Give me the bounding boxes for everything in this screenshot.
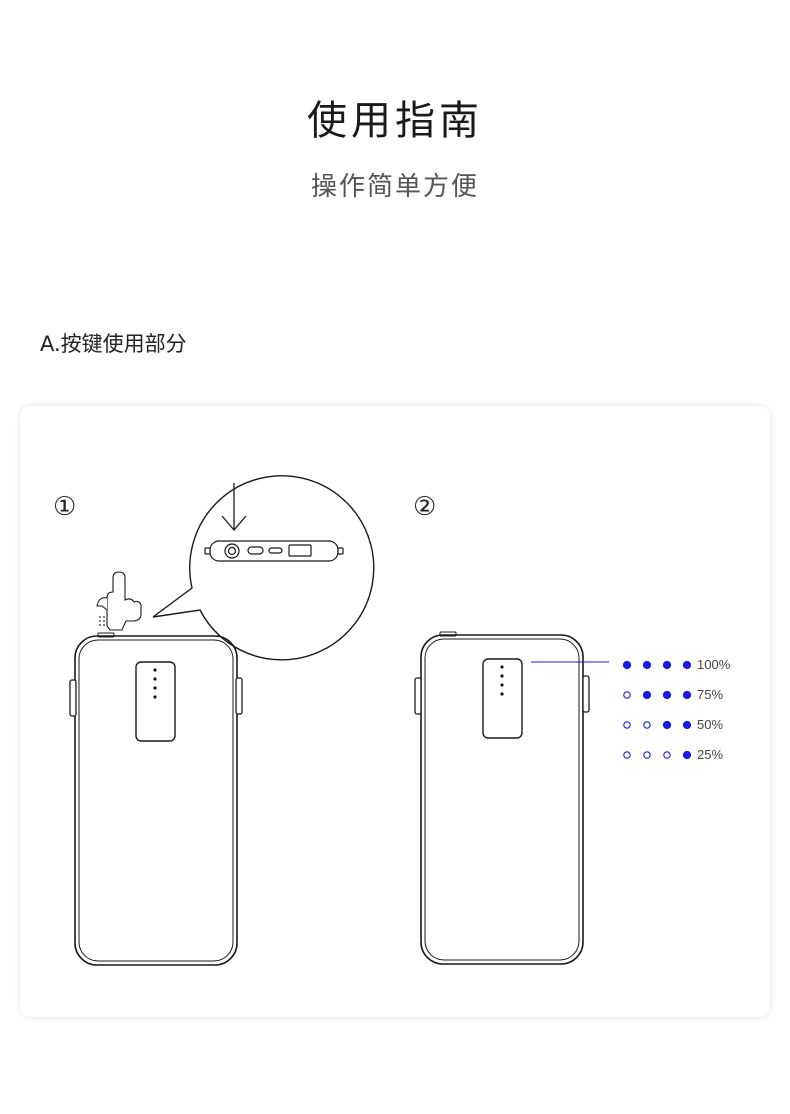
page-subtitle: 操作简单方便	[310, 172, 479, 202]
led-off-dot	[623, 691, 631, 699]
arrow-down-icon	[221, 483, 247, 531]
led-on-dot	[642, 660, 652, 670]
led-off-dot	[643, 751, 651, 759]
led-on-dot	[642, 690, 652, 700]
page-title: 使用指南	[307, 98, 483, 144]
level-label-75: 75%	[697, 687, 724, 702]
power-bank-icon	[414, 631, 590, 965]
zoom-bubble	[152, 475, 375, 661]
led-on-dot	[682, 660, 692, 670]
led-on-dot	[682, 720, 692, 730]
instruction-card	[20, 406, 770, 1017]
led-on-dot	[622, 660, 632, 670]
section-heading: A.按键使用部分	[40, 332, 187, 356]
level-label-100: 100%	[697, 657, 731, 672]
led-off-dot	[623, 721, 631, 729]
indicator-legend	[622, 660, 692, 760]
level-label-25: 25%	[697, 747, 724, 762]
led-off-dot	[663, 751, 671, 759]
led-on-dot	[662, 660, 672, 670]
power-bank-icon	[69, 632, 243, 966]
led-off-dot	[623, 751, 631, 759]
step-2-number: ②	[413, 492, 437, 522]
level-label-50: 50%	[697, 717, 724, 732]
step-1-number: ①	[53, 492, 77, 522]
led-off-dot	[643, 721, 651, 729]
led-on-dot	[662, 720, 672, 730]
port-strip-icon	[204, 540, 344, 562]
led-on-dot	[662, 690, 672, 700]
led-on-dot	[682, 690, 692, 700]
hand-press-icon	[96, 571, 142, 631]
led-on-dot	[682, 750, 692, 760]
